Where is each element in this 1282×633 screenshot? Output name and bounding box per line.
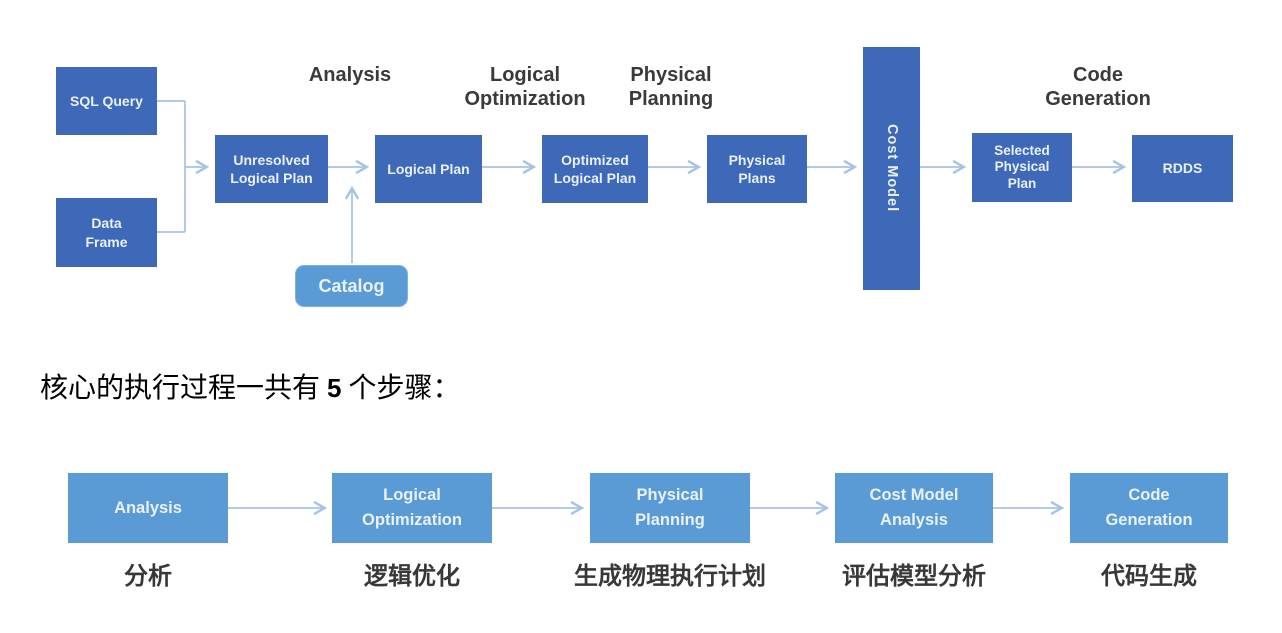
step-zh-code-generation: 代码生成 — [1101, 563, 1197, 590]
stage-label-code-generation: Code Generation — [1045, 64, 1151, 111]
node-sql-query: SQL Query — [56, 67, 157, 135]
step-box-physical-planning: Physical Planning — [590, 473, 750, 543]
node-selected-physical-plan: Selected Physical Plan — [972, 133, 1072, 202]
caption-suffix: 个步骤： — [341, 373, 461, 404]
input-bracket-line — [157, 100, 186, 233]
node-logical-plan: Logical Plan — [375, 135, 482, 203]
node-unresolved-logical-plan: Unresolved Logical Plan — [215, 135, 328, 203]
step-zh-physical-planning: 生成物理执行计划 — [574, 563, 766, 590]
stage-label-analysis: Analysis — [308, 64, 392, 86]
step-box-logical-optimization: Logical Optimization — [332, 473, 492, 543]
caption-step-count: 5 — [327, 373, 342, 403]
step-box-analysis: Analysis — [68, 473, 228, 543]
stage-label-physical-planning: Physical Planning — [628, 64, 714, 111]
step-box-code-generation: Code Generation — [1070, 473, 1228, 543]
node-optimized-logical-plan: Optimized Logical Plan — [542, 135, 648, 203]
stage-label-logical-optimization: Logical Optimization — [464, 64, 586, 111]
node-data-frame: Data Frame — [56, 198, 157, 267]
step-zh-analysis: 分析 — [124, 563, 172, 590]
node-physical-plans: Physical Plans — [707, 135, 807, 203]
node-catalog: Catalog — [295, 265, 408, 307]
step-box-cost-model-analysis: Cost Model Analysis — [835, 473, 993, 543]
node-cost-model: Cost Model — [863, 47, 920, 290]
caption-text: 核心的执行过程一共有 5 个步骤： — [40, 366, 461, 406]
node-rdds: RDDS — [1132, 135, 1233, 202]
step-zh-cost-model-analysis: 评估模型分析 — [842, 563, 986, 590]
step-zh-logical-optimization: 逻辑优化 — [364, 563, 460, 590]
caption-prefix: 核心的执行过程一共有 — [40, 373, 328, 404]
